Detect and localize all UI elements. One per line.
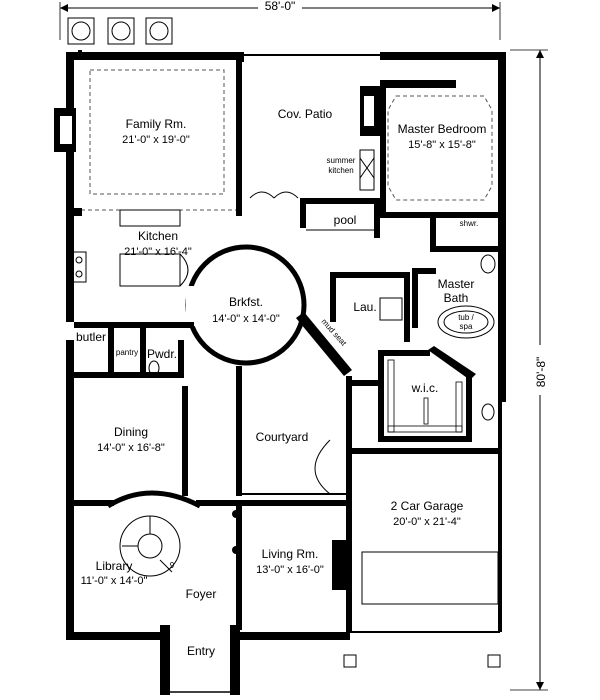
powder-name: Pwdr.: [147, 347, 177, 361]
laundry-name: Lau.: [353, 300, 376, 314]
butler-name: butler: [76, 330, 106, 344]
breakfast-dims: 14'-0" x 14'-0": [212, 313, 280, 325]
walk-in-closet-name: w.i.c.: [411, 381, 439, 395]
fixtures: [71, 69, 496, 577]
interior-walls: [74, 56, 500, 632]
room-labels: Family Rm. 21'-0" x 19'-0" Cov. Patio Ma…: [76, 107, 486, 658]
dining-name: Dining: [114, 425, 148, 439]
ac-units: [67, 17, 173, 45]
covered-patio-name: Cov. Patio: [278, 107, 333, 121]
master-bath-line1: Master: [438, 277, 475, 291]
library-dims: 11'-0" x 14'-0": [81, 575, 148, 587]
summer-kitchen-line2: kitchen: [328, 166, 353, 175]
depth-dimension: 80'-8": [510, 49, 548, 691]
living-room-dims: 13'-0" x 16'-0": [256, 564, 324, 576]
pool-bath-name: pool: [334, 213, 357, 227]
stair-mark: 9: [170, 561, 175, 570]
master-bath-line2: Bath: [444, 291, 469, 305]
summer-kitchen-line1: summer: [327, 156, 356, 165]
width-label: 58'-0": [265, 0, 296, 13]
breakfast-name: Brkfst.: [229, 295, 263, 309]
tub-label-line2: spa: [460, 322, 473, 331]
library-name: Library: [96, 559, 133, 573]
living-room-name: Living Rm.: [262, 547, 319, 561]
kitchen-name: Kitchen: [138, 229, 178, 243]
entry-name: Entry: [187, 644, 215, 658]
depth-label: 80'-8": [534, 357, 548, 388]
master-bedroom-dims: 15'-8" x 15'-8": [408, 139, 476, 151]
family-room-name: Family Rm.: [126, 117, 187, 131]
courtyard-name: Courtyard: [256, 430, 309, 444]
garage-name: 2 Car Garage: [391, 499, 464, 513]
family-room-dims: 21'-0" x 19'-0": [122, 134, 190, 146]
shower-name: shwr.: [460, 219, 479, 228]
master-bedroom-name: Master Bedroom: [398, 122, 487, 136]
width-dimension: 58'-0": [59, 0, 501, 40]
dining-dims: 14'-0" x 16'-8": [97, 442, 165, 454]
foyer-name: Foyer: [186, 587, 217, 601]
kitchen-dims: 21'-0" x 16'-4": [124, 246, 192, 258]
garage-dims: 20'-0" x 21'-4": [393, 516, 461, 528]
tub-label-line1: tub /: [458, 313, 474, 322]
exterior-walls: [66, 52, 506, 695]
pantry-name: pantry: [116, 348, 138, 357]
